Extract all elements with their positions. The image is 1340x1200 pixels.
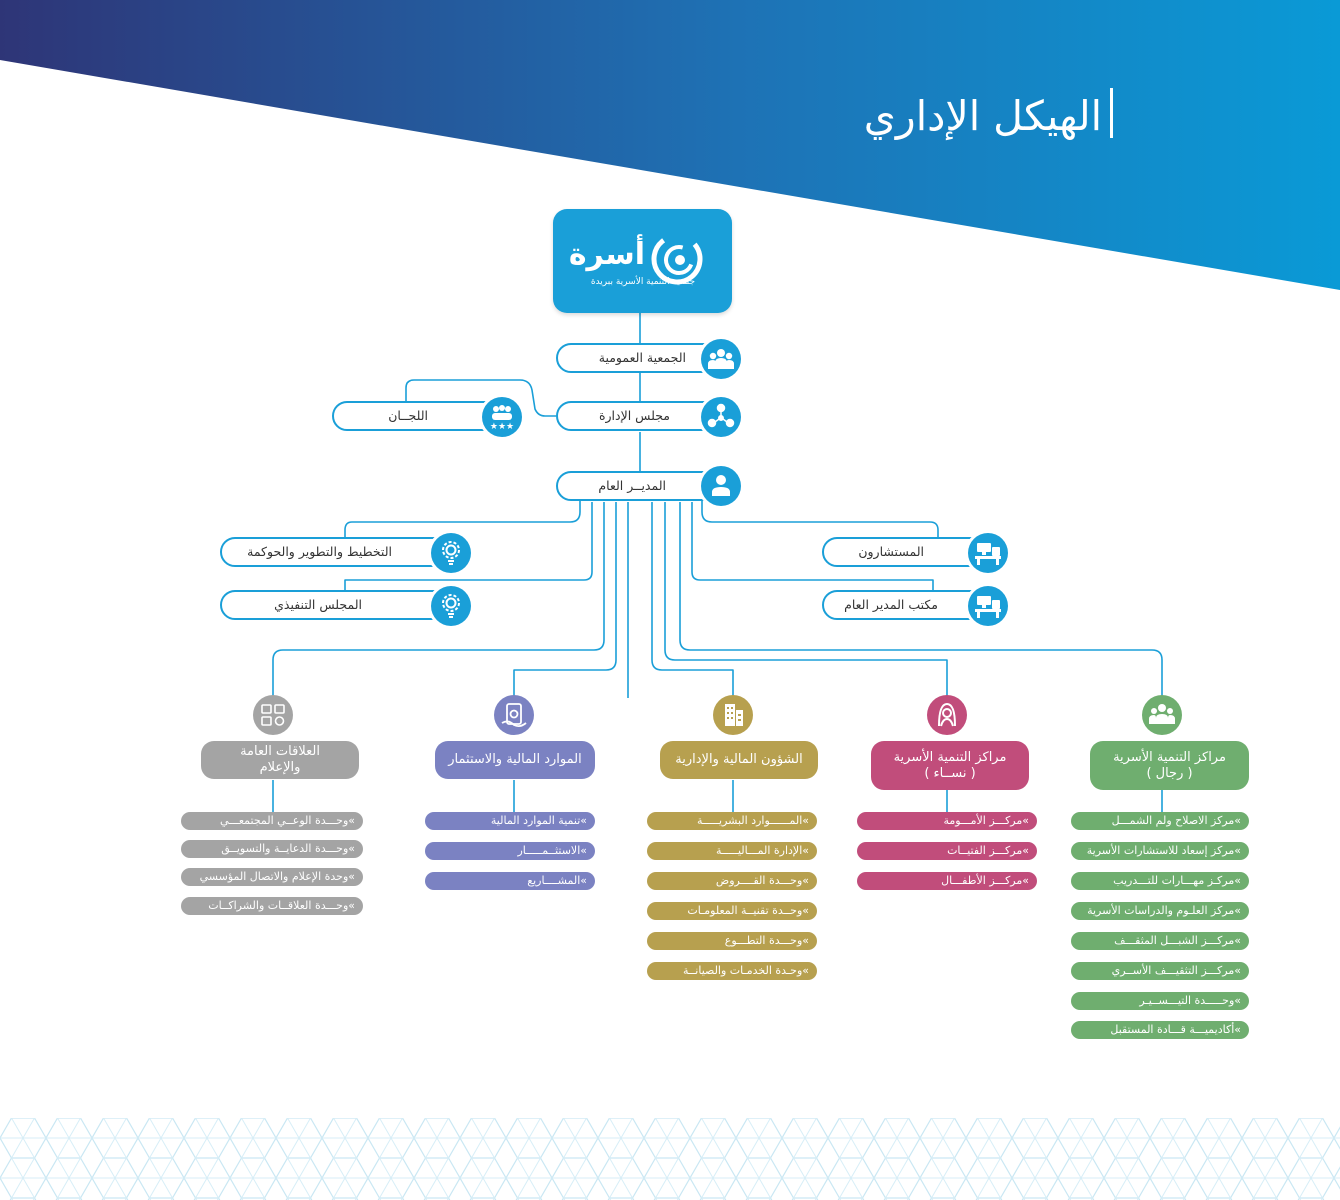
executive-council-label: المجلس التنفيذي: [274, 597, 362, 612]
dept-finance-resources-item[interactable]: »الاستثــمـــــار: [425, 842, 595, 860]
men-group-icon: [1142, 695, 1182, 735]
committees-node[interactable]: اللجــان: [332, 401, 502, 431]
swirl-logo-icon: [651, 233, 703, 285]
general-manager-node[interactable]: المديــر العام: [556, 471, 726, 501]
gm-office-label: مكتب المدير العام: [844, 597, 938, 612]
general-assembly-label: الجمعية العمومية: [598, 350, 686, 365]
group-icon: [701, 339, 741, 379]
dept-finance-resources-item[interactable]: »تنمية الموارد المالية: [425, 812, 595, 830]
executive-council-node[interactable]: المجلس التنفيذي: [220, 590, 450, 620]
network-icon: [701, 397, 741, 437]
dept-pr-media-title[interactable]: العلاقات العامة والإعلام: [201, 741, 359, 779]
user-icon: [701, 466, 741, 506]
woman-icon: [927, 695, 967, 735]
page-title: الهيكل الإداري: [863, 92, 1102, 140]
dept-finance-admin-item[interactable]: »وحـدة الخدمـات والصيانــة: [647, 962, 817, 980]
dept-pr-media-item[interactable]: »وحـــدة العلاقــات والشراكــات: [181, 897, 363, 915]
dept-finance-admin-item[interactable]: »الإدارة المـــاليـــــة: [647, 842, 817, 860]
dept-men-centers-item[interactable]: »أكاديميـــة قـــادة المستقبل: [1071, 1021, 1249, 1039]
dept-women-centers-title[interactable]: مراكز التنمية الأسرية ( نســاء ): [871, 741, 1029, 790]
dept-women-centers-item[interactable]: »مركـــز الأمـــومة: [857, 812, 1037, 830]
money-hand-icon: [494, 695, 534, 735]
dept-pr-media-item[interactable]: »وحدة الإعلام والاتصال المؤسسي: [181, 868, 363, 886]
dept-men-centers-item[interactable]: »مركز الاصلاح ولم الشمـــل: [1071, 812, 1249, 830]
media-icon: [253, 695, 293, 735]
consultants-node[interactable]: المستشارون: [822, 537, 992, 567]
planning-node[interactable]: التخطيط والتطوير والحوكمة: [220, 537, 450, 567]
dept-finance-admin-title[interactable]: الشؤون المالية والإدارية: [660, 741, 818, 779]
dept-men-centers-item[interactable]: »مركـز مهـــارات للتـــدريب: [1071, 872, 1249, 890]
dept-pr-media-item[interactable]: »وحـــدة الدعايــة والتسويــق: [181, 840, 363, 858]
bottom-pattern: [0, 1118, 1340, 1200]
desk-icon: [968, 586, 1008, 626]
logo-name: أسرة: [568, 237, 645, 272]
dept-finance-admin-item[interactable]: »المــــــوارد البشريـــــة: [647, 812, 817, 830]
dept-men-centers-item[interactable]: »مركز العلـوم والدراسات الأسرية: [1071, 902, 1249, 920]
dept-finance-admin-item[interactable]: »وحــدة تقنيــة المعلومـات: [647, 902, 817, 920]
dept-men-centers-item[interactable]: »مركـــز التثقيـــف الأســري: [1071, 962, 1249, 980]
logo-box: أسرة جمعية التنمية الأسرية ببريدة: [553, 209, 732, 313]
title-divider: [1110, 88, 1113, 138]
desk-icon: [968, 533, 1008, 573]
dept-men-centers-item[interactable]: »وحـــــدة التيـــســيـر: [1071, 992, 1249, 1010]
bulb-gear-icon: [431, 586, 471, 626]
board-node[interactable]: مجلس الإدارة: [556, 401, 726, 431]
dept-women-centers-item[interactable]: »مركـــز الأطفـــال: [857, 872, 1037, 890]
svg-text:★★★: ★★★: [490, 422, 514, 432]
gm-office-node[interactable]: مكتب المدير العام: [822, 590, 992, 620]
planning-label: التخطيط والتطوير والحوكمة: [247, 544, 392, 559]
committees-label: اللجــان: [388, 408, 428, 423]
building-icon: [713, 695, 753, 735]
board-label: مجلس الإدارة: [598, 408, 670, 423]
dept-finance-admin-item[interactable]: »وحـــدة القــــروض: [647, 872, 817, 890]
dept-pr-media-item[interactable]: »وحـــدة الوعــي المجتمعـــي: [181, 812, 363, 830]
dept-finance-resources-title[interactable]: الموارد المالية والاستثمار: [435, 741, 595, 779]
consultants-label: المستشارون: [858, 544, 924, 559]
dept-men-centers-item[interactable]: »مركـــز الشبـــل المثقـــف: [1071, 932, 1249, 950]
dept-finance-admin-item[interactable]: »وحـــدة التطـــوع: [647, 932, 817, 950]
logo-subtitle: جمعية التنمية الأسرية ببريدة: [590, 277, 696, 287]
dept-women-centers-item[interactable]: »مركـــز الفتيــات: [857, 842, 1037, 860]
team-stars-icon: ★★★: [482, 397, 522, 437]
dept-finance-resources-item[interactable]: »المشــــاريع: [425, 872, 595, 890]
dept-men-centers-item[interactable]: »مركز إسعاد للاستشارات الأسرية: [1071, 842, 1249, 860]
general-manager-label: المديــر العام: [598, 478, 666, 493]
header-band: [0, 0, 1340, 290]
dept-men-centers-title[interactable]: مراكز التنمية الأسرية ( رجال ): [1090, 741, 1249, 790]
general-assembly-node[interactable]: الجمعية العمومية: [556, 343, 726, 373]
bulb-gear-icon: [431, 533, 471, 573]
